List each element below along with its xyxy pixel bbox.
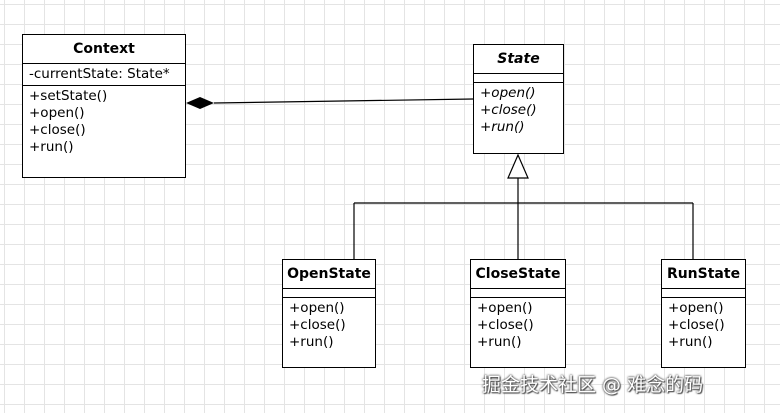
context-attributes: -currentState: State* <box>23 64 185 86</box>
closestate-class-name: CloseState <box>471 260 565 289</box>
openstate-operations: +open() +close() +run() <box>283 298 375 353</box>
closestate-attributes <box>471 289 565 298</box>
context-class-name: Context <box>23 35 185 64</box>
context-operation: +setState() <box>29 88 108 104</box>
generalization-triangle <box>507 153 529 179</box>
state-operation: +close() <box>480 102 537 118</box>
closestate-operation: +run() <box>477 334 522 350</box>
closestate-operation: +close() <box>477 317 534 333</box>
context-class[interactable]: Context -currentState: State* +setState(… <box>22 34 186 178</box>
context-operation: +open() <box>29 105 85 121</box>
state-class[interactable]: State +open() +close() +run() <box>473 44 564 154</box>
aggregation-line <box>213 98 474 104</box>
watermark-text: 掘金技术社区 @ 难念的码 <box>482 374 704 396</box>
openstate-attributes <box>283 289 375 298</box>
context-attribute: -currentState: State* <box>29 66 170 82</box>
runstate-attributes <box>662 289 745 298</box>
runstate-class[interactable]: RunState +open() +close() +run() <box>661 259 746 368</box>
runstate-operation: +close() <box>668 317 725 333</box>
runstate-operations: +open() +close() +run() <box>662 298 745 353</box>
context-operation: +close() <box>29 122 86 138</box>
runstate-class-name: RunState <box>662 260 745 289</box>
openstate-operation: +open() <box>289 300 345 316</box>
context-operations: +setState() +open() +close() +run() <box>23 86 185 158</box>
aggregation-diamond <box>186 97 214 109</box>
state-class-name: State <box>474 45 563 74</box>
closestate-operations: +open() +close() +run() <box>471 298 565 353</box>
closestate-class[interactable]: CloseState +open() +close() +run() <box>470 259 566 368</box>
closestate-operation: +open() <box>477 300 533 316</box>
state-operation: +open() <box>480 85 536 101</box>
openstate-class-name: OpenState <box>283 260 375 289</box>
state-operation: +run() <box>480 119 525 135</box>
openstate-class[interactable]: OpenState +open() +close() +run() <box>282 259 376 368</box>
state-attributes <box>474 74 563 83</box>
context-operation: +run() <box>29 139 74 155</box>
openstate-operation: +close() <box>289 317 346 333</box>
state-operations: +open() +close() +run() <box>474 83 563 138</box>
runstate-operation: +run() <box>668 334 713 350</box>
runstate-operation: +open() <box>668 300 724 316</box>
openstate-operation: +run() <box>289 334 334 350</box>
